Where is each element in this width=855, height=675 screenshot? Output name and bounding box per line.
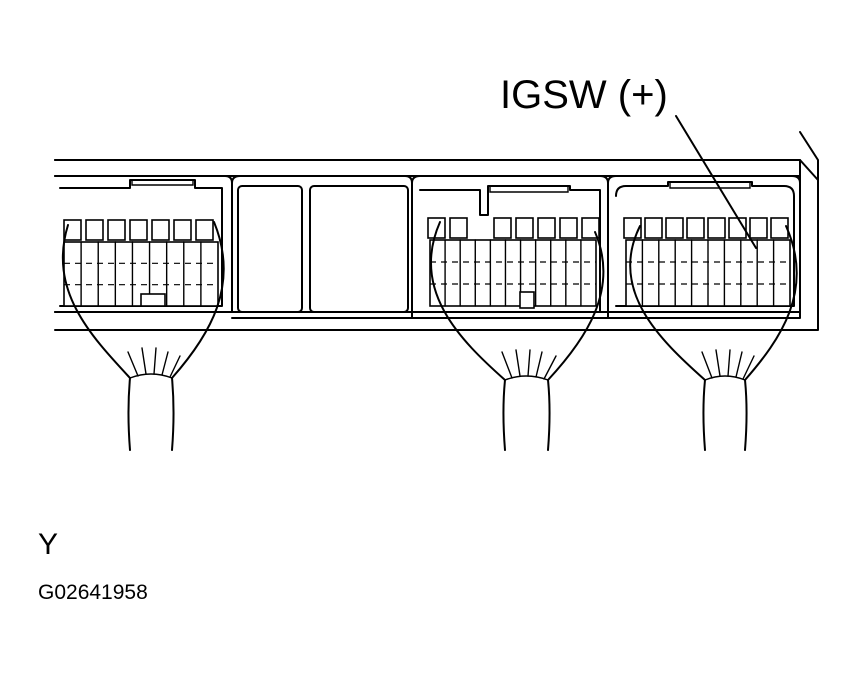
pin-row-top-1 [63, 219, 214, 241]
connector-pin [707, 217, 726, 239]
figure-code: G02641958 [38, 581, 148, 604]
callout-leader-line [675, 115, 757, 249]
view-label: Y [38, 528, 58, 561]
connector-pin [749, 217, 768, 239]
connector-pin [107, 219, 126, 241]
wire-harness-3 [629, 225, 798, 451]
callout-label: IGSW (+) [500, 73, 668, 117]
connector-pin [537, 217, 556, 239]
blank-block [231, 175, 413, 319]
connector-block-1 [54, 175, 233, 313]
connector-pin [644, 217, 663, 239]
pin-grid-3 [625, 239, 791, 307]
connector-pin [85, 219, 104, 241]
connector-pin [686, 217, 705, 239]
connector-pin [559, 217, 578, 239]
blank-slot-left [237, 185, 303, 313]
connector-pin [151, 219, 170, 241]
connector-block-2 [411, 175, 609, 319]
connector-pin [665, 217, 684, 239]
connector-key-2 [519, 291, 535, 309]
pin-row-top-2 [427, 217, 600, 239]
connector-pin [129, 219, 148, 241]
wire-harness-2 [429, 221, 605, 451]
connector-pin [493, 217, 512, 239]
connector-pin [515, 217, 534, 239]
connector-pin [770, 217, 789, 239]
connector-pin [449, 217, 468, 239]
connector-pin [173, 219, 192, 241]
connector-key-1 [140, 293, 166, 307]
connector-block-3 [607, 175, 801, 319]
pin-grid-outline [429, 239, 597, 307]
blank-slot-right [309, 185, 409, 313]
pin-grid-2 [429, 239, 597, 307]
connector-pin [195, 219, 214, 241]
wire-harness-1 [62, 221, 225, 451]
pin-row-top-3 [623, 217, 789, 239]
